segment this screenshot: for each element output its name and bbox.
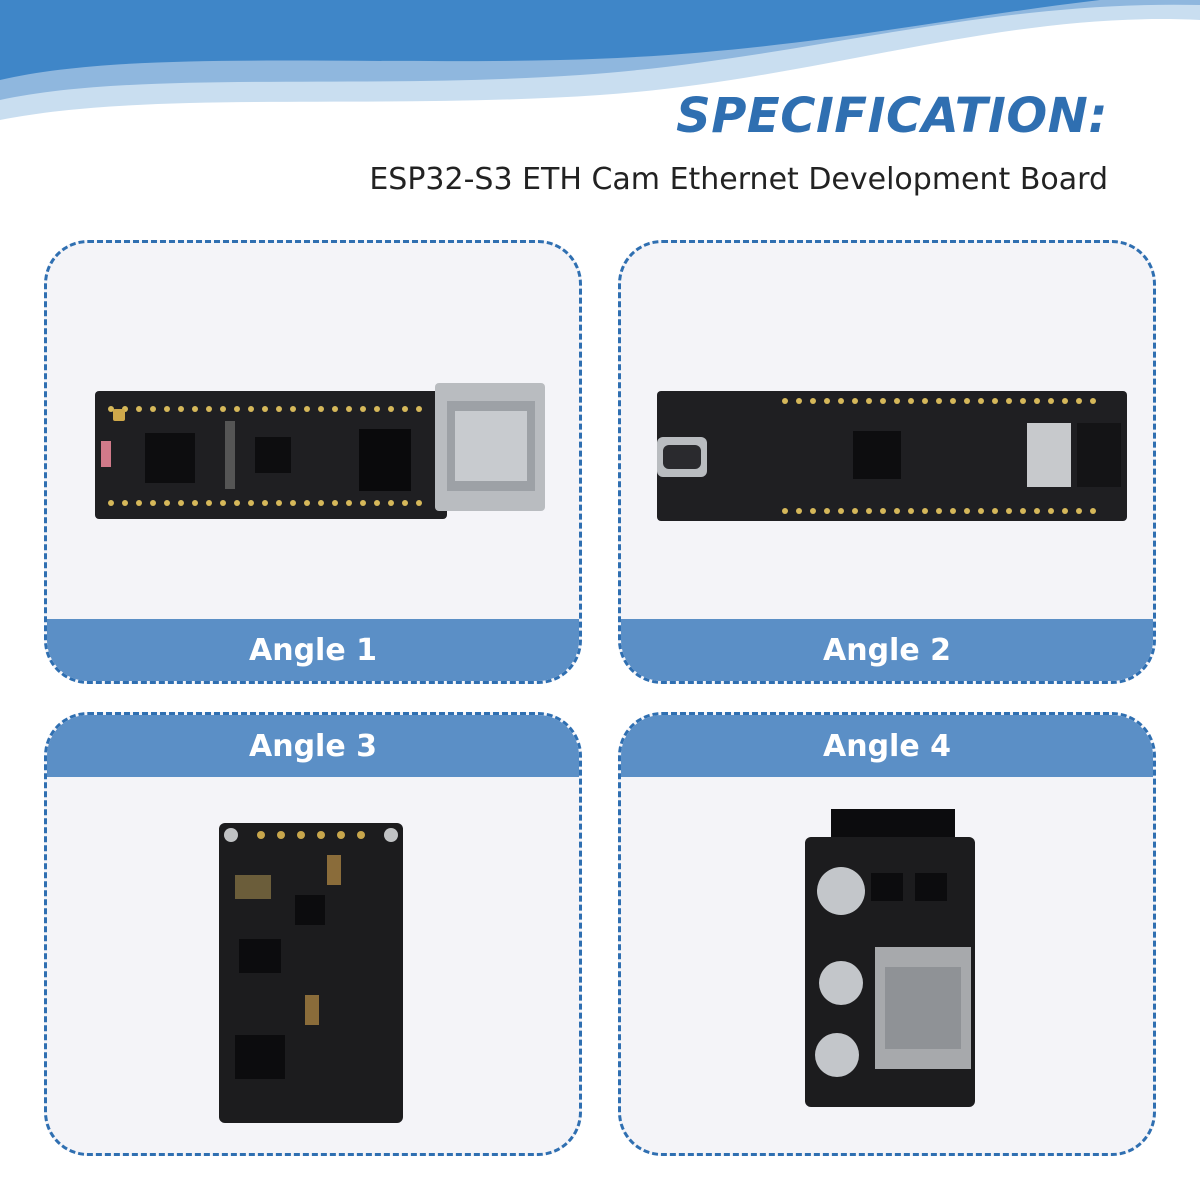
card-angle-2: Angle 2 xyxy=(618,240,1156,684)
board-photo-angle-1 xyxy=(95,383,545,519)
card-label: Angle 3 xyxy=(47,715,579,777)
page-subtitle: ESP32-S3 ETH Cam Ethernet Development Bo… xyxy=(369,162,1108,197)
card-label: Angle 4 xyxy=(621,715,1153,777)
card-angle-3: Angle 3 xyxy=(44,712,582,1156)
card-angle-4: Angle 4 xyxy=(618,712,1156,1156)
board-photo-angle-3 xyxy=(219,823,403,1123)
page-title: SPECIFICATION: xyxy=(676,88,1108,144)
card-angle-1: Angle 1 xyxy=(44,240,582,684)
card-label: Angle 2 xyxy=(621,619,1153,681)
header-wave-decoration xyxy=(0,0,1200,120)
board-photo-angle-4 xyxy=(805,809,975,1107)
board-photo-angle-2 xyxy=(657,391,1127,521)
card-label: Angle 1 xyxy=(47,619,579,681)
